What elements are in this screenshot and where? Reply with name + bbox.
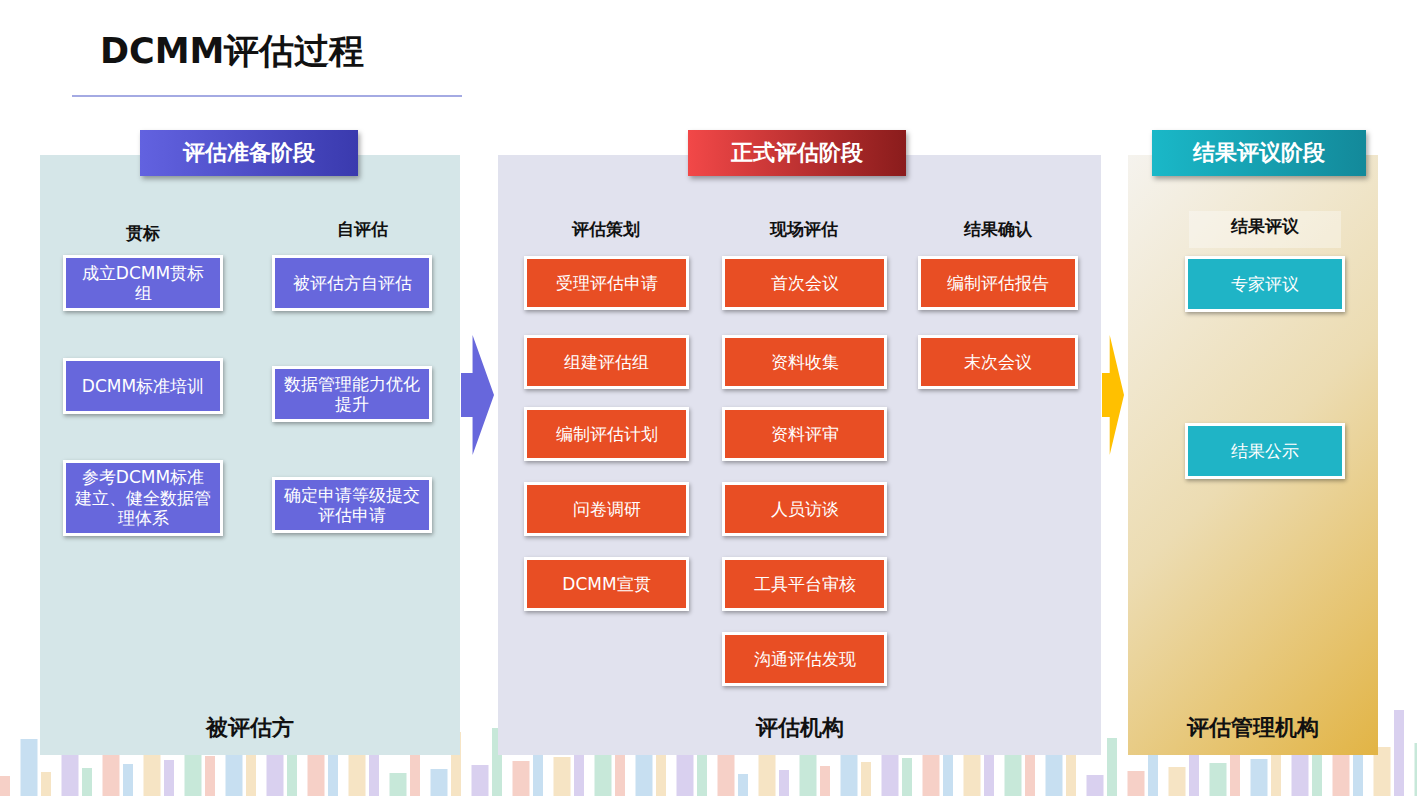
- skyline-building: [164, 760, 174, 796]
- stage-panel: 评估机构正式评估阶段受理评估申请组建评估组编制评估计划问卷调研DCMM宣贯首次会…: [498, 155, 1101, 755]
- process-box: 编制评估报告: [918, 256, 1078, 310]
- process-box: 结果公示: [1185, 423, 1345, 479]
- skyline-building: [41, 772, 51, 796]
- box-text: 资料评审: [771, 424, 839, 444]
- skyline-building: [287, 748, 297, 796]
- process-box: 参考DCMM标准建立、健全数据管理体系: [63, 460, 223, 536]
- process-box: 资料收集: [722, 335, 887, 389]
- party-label: 被评估方: [40, 713, 460, 743]
- box-text: 受理评估申请: [556, 273, 658, 293]
- box-text: 沟通评估发现: [754, 649, 856, 669]
- box-text: 专家评议: [1231, 274, 1299, 294]
- stage-header: 结果评议阶段: [1152, 130, 1366, 176]
- box-text: 组建评估组: [564, 352, 649, 372]
- box-text: DCMM标准培训: [82, 376, 204, 396]
- skyline-building: [0, 776, 10, 796]
- process-box: 成立DCMM贯标组: [63, 255, 223, 311]
- box-text: 评估准备阶段: [183, 138, 315, 168]
- page-title: DCMM评估过程: [100, 28, 364, 75]
- process-box: 组建评估组: [524, 335, 689, 389]
- box-text: 问卷调研: [573, 499, 641, 519]
- skyline-building: [554, 757, 571, 796]
- box-text: 正式评估阶段: [731, 138, 863, 168]
- box-text: 人员访谈: [771, 499, 839, 519]
- skyline-building: [1333, 751, 1350, 796]
- box-text: 资料收集: [771, 352, 839, 372]
- skyline-building: [595, 753, 612, 796]
- column-heading: 结果确认: [964, 218, 1032, 241]
- box-text: 末次会议: [964, 352, 1032, 372]
- skyline-building: [82, 768, 92, 796]
- box-text: 数据管理能力优化提升: [283, 374, 421, 415]
- stage-header: 评估准备阶段: [140, 130, 358, 176]
- stage-panel: 被评估方评估准备阶段成立DCMM贯标组DCMM标准培训参考DCMM标准建立、健全…: [40, 155, 460, 755]
- skyline-building: [205, 756, 215, 796]
- process-box: 资料评审: [722, 407, 887, 461]
- stage-arrow: [1102, 335, 1124, 455]
- party-label: 评估机构: [498, 713, 1101, 743]
- skyline-building: [1292, 755, 1309, 796]
- column-heading: 结果评议: [1189, 211, 1341, 248]
- process-box: 受理评估申请: [524, 256, 689, 310]
- process-box: 数据管理能力优化提升: [272, 366, 432, 422]
- process-box: 被评估方自评估: [272, 255, 432, 311]
- process-box: 末次会议: [918, 335, 1078, 389]
- title-rule: [72, 95, 462, 96]
- skyline-building: [1128, 771, 1145, 796]
- skyline-building: [902, 758, 912, 796]
- box-text: 首次会议: [771, 273, 839, 293]
- skyline-building: [1415, 743, 1417, 796]
- box-text: 编制评估报告: [947, 273, 1049, 293]
- skyline-building: [123, 764, 133, 796]
- skyline-building: [984, 750, 994, 796]
- process-box: 沟通评估发现: [722, 632, 887, 686]
- skyline-building: [21, 739, 38, 796]
- skyline-building: [779, 770, 789, 796]
- box-text: 工具平台审核: [754, 574, 856, 594]
- column-heading: 评估策划: [572, 218, 640, 241]
- column-heading: 贯标: [126, 222, 160, 245]
- skyline-building: [1169, 767, 1186, 796]
- stage-header: 正式评估阶段: [688, 130, 906, 176]
- box-text: 被评估方自评估: [293, 273, 412, 293]
- skyline-building: [738, 774, 748, 796]
- box-text: 结果评议阶段: [1193, 138, 1325, 168]
- process-box: 人员访谈: [722, 482, 887, 536]
- box-text: 确定申请等级提交评估申请: [283, 485, 421, 526]
- party-label: 评估管理机构: [1128, 713, 1378, 743]
- skyline-building: [1107, 738, 1117, 796]
- skyline-building: [513, 761, 530, 796]
- box-text: DCMM宣贯: [562, 574, 650, 594]
- skyline-building: [1394, 710, 1404, 796]
- process-box: DCMM宣贯: [524, 557, 689, 611]
- box-text: 编制评估计划: [556, 424, 658, 444]
- column-heading: 现场评估: [770, 218, 838, 241]
- skyline-building: [390, 773, 407, 796]
- column-heading: 自评估: [337, 218, 388, 241]
- process-box: 编制评估计划: [524, 407, 689, 461]
- process-box: 首次会议: [722, 256, 887, 310]
- skyline-building: [820, 766, 830, 796]
- skyline-building: [1251, 759, 1268, 796]
- skyline-building: [943, 754, 953, 796]
- box-text: 参考DCMM标准建立、健全数据管理体系: [74, 467, 212, 528]
- process-box: 问卷调研: [524, 482, 689, 536]
- box-text: 结果公示: [1231, 441, 1299, 461]
- box-text: 成立DCMM贯标组: [74, 263, 212, 304]
- process-box: DCMM标准培训: [63, 358, 223, 414]
- skyline-building: [431, 769, 448, 796]
- skyline-building: [636, 749, 653, 796]
- skyline-building: [246, 752, 256, 796]
- process-box: 确定申请等级提交评估申请: [272, 477, 432, 533]
- skyline-building: [472, 765, 489, 796]
- process-box: 专家评议: [1185, 256, 1345, 312]
- skyline-building: [861, 762, 871, 796]
- skyline-building: [1087, 775, 1104, 796]
- stage-arrow: [461, 335, 494, 455]
- skyline-building: [1210, 763, 1227, 796]
- process-box: 工具平台审核: [722, 557, 887, 611]
